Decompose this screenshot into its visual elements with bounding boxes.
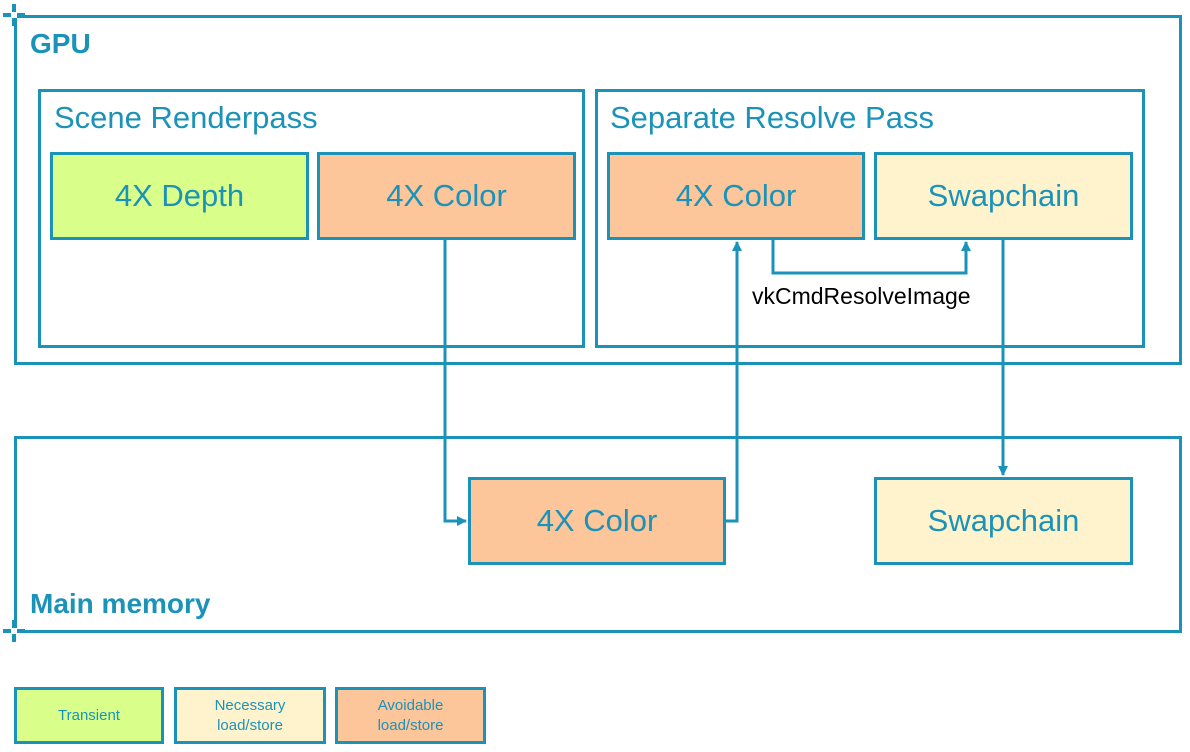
- crosshair-corner-icon: [3, 620, 25, 642]
- gpu-label: GPU: [30, 28, 91, 59]
- scene-color-node: 4X Color: [317, 152, 576, 240]
- scene-renderpass-title: Scene Renderpass: [54, 100, 318, 135]
- store-color-arrow: [443, 240, 467, 526]
- resolve-color-node: 4X Color: [607, 152, 865, 240]
- resolve-pass-box: [595, 89, 1145, 348]
- legend-avoidable: Avoidable load/store: [335, 687, 486, 744]
- main-memory-container: [14, 436, 1182, 633]
- main-memory-label: Main memory: [30, 588, 211, 619]
- scene-depth-node: 4X Depth: [50, 152, 309, 240]
- resolve-swapchain-node: Swapchain: [874, 152, 1133, 240]
- legend-necessary: Necessary load/store: [174, 687, 326, 744]
- resolve-arrow: [771, 240, 971, 275]
- resolve-operation-label: vkCmdResolveImage: [752, 283, 971, 309]
- memory-color-node: 4X Color: [468, 477, 726, 565]
- gpu-container: [14, 15, 1182, 365]
- load-color-arrow: [726, 241, 742, 523]
- crosshair-corner-icon: [3, 4, 25, 26]
- legend-transient: Transient: [14, 687, 164, 744]
- memory-swapchain-node: Swapchain: [874, 477, 1133, 565]
- scene-renderpass-box: [38, 89, 585, 348]
- resolve-pass-title: Separate Resolve Pass: [610, 100, 934, 135]
